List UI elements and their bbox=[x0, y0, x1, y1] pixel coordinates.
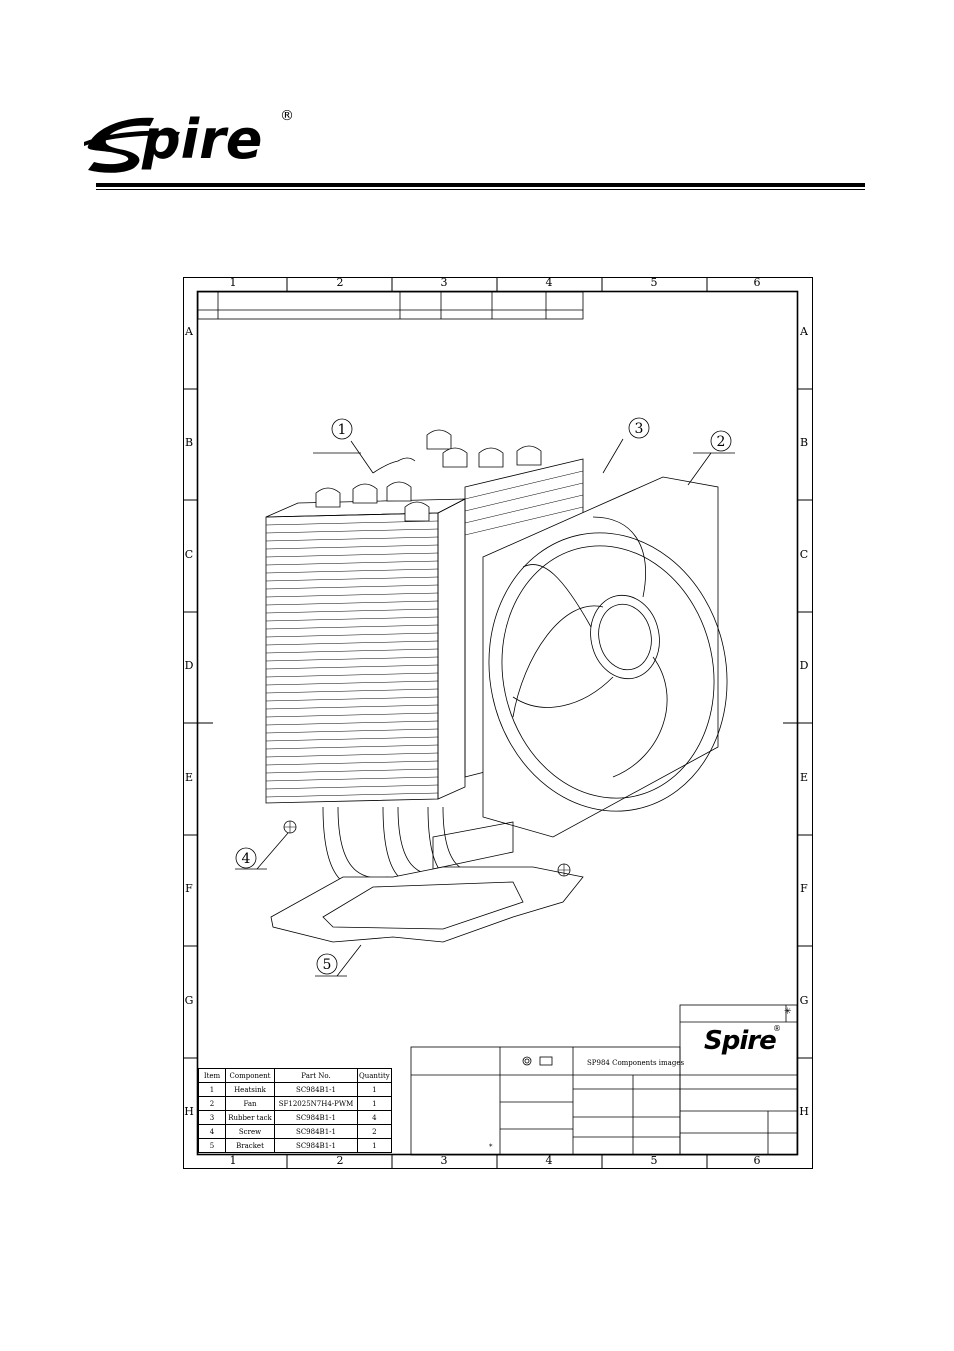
header-item: Item bbox=[198, 1068, 226, 1083]
title-block-registered-mark: ® bbox=[773, 1024, 781, 1033]
registered-mark: ® bbox=[280, 108, 294, 124]
header-part-no: Part No. bbox=[274, 1068, 358, 1083]
parts-table-header: Item Component Part No. Quantity bbox=[198, 1068, 392, 1083]
table-row: 5 Bracket SC984B1-1 1 bbox=[198, 1138, 392, 1153]
table-row: 2 Fan SF12025N7H4-PWM 1 bbox=[198, 1096, 392, 1111]
spire-logo: pire ® bbox=[84, 108, 294, 173]
header-component: Component bbox=[225, 1068, 275, 1083]
callout-1: 1 bbox=[338, 422, 347, 438]
drawing-sheet: 1 2 3 4 5 bbox=[183, 277, 813, 1169]
callout-3: 3 bbox=[635, 421, 644, 437]
header-quantity: Quantity bbox=[357, 1068, 392, 1083]
table-row: 3 Rubber tack SC984B1-1 4 bbox=[198, 1110, 392, 1125]
title-block-logo: Spire bbox=[704, 1026, 777, 1056]
drawing-title: SP984 Components images bbox=[587, 1059, 685, 1067]
header-rule-thick bbox=[96, 183, 865, 187]
callout-2: 2 bbox=[717, 434, 726, 450]
parts-table: .pt td{border:1px solid #000;height:13px… bbox=[198, 1068, 392, 1153]
dot-mark: * bbox=[489, 1143, 493, 1151]
table-row: 4 Screw SC984B1-1 2 bbox=[198, 1124, 392, 1139]
table-row: 1 Heatsink SC984B1-1 1 bbox=[198, 1082, 392, 1097]
callout-5: 5 bbox=[323, 957, 332, 973]
header-rule-thin bbox=[96, 189, 865, 190]
cooler-illustration bbox=[265, 429, 728, 943]
svg-text:pire: pire bbox=[141, 108, 262, 171]
star-mark: ✳ bbox=[784, 1007, 792, 1017]
callout-4: 4 bbox=[242, 851, 251, 867]
